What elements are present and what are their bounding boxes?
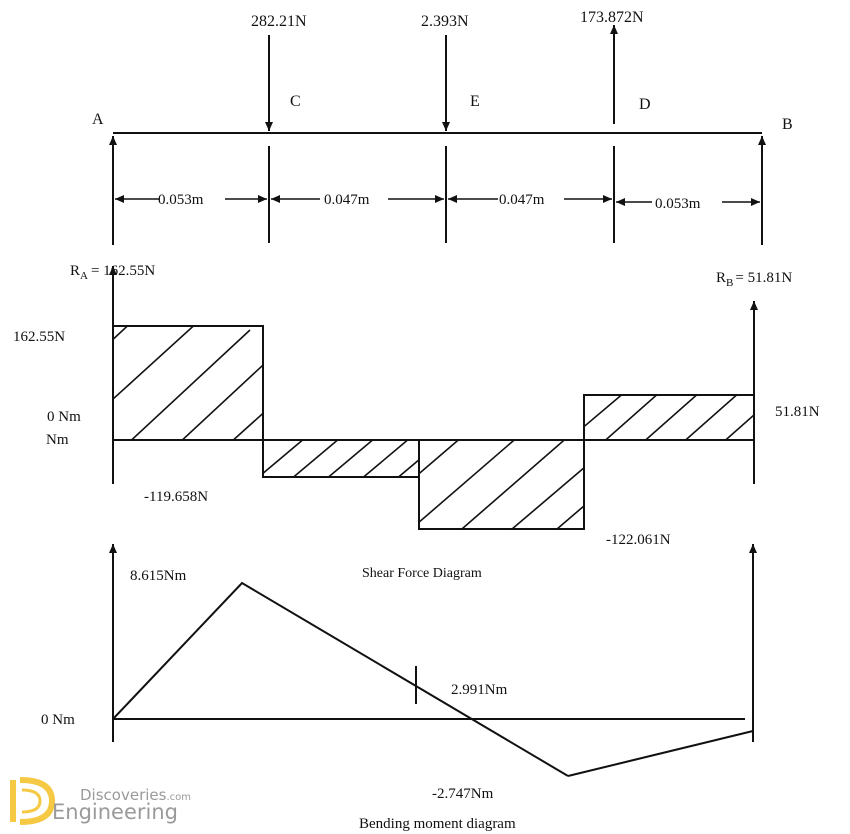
watermark-line1: Discoveries.com bbox=[80, 786, 191, 804]
beam-loading-diagram: A C E D B 282.21N 2.393N 173.872N 0.053m… bbox=[70, 9, 793, 289]
shear-block-ce bbox=[262, 439, 420, 478]
span-4-label: 0.053m bbox=[655, 196, 701, 212]
watermark: Discoveries.com Engineering bbox=[10, 777, 191, 825]
shear-force-diagram: 162.55N 0 Nm Nm -119.658N -122.061N 51.8… bbox=[13, 266, 820, 581]
point-d-label: D bbox=[639, 96, 651, 113]
moment-value-d: -2.747Nm bbox=[432, 786, 494, 802]
shear-value-ed: -122.061N bbox=[606, 532, 671, 548]
watermark-line2: Engineering bbox=[52, 800, 178, 824]
logo-mark bbox=[10, 777, 56, 825]
shear-value-db: 51.81N bbox=[775, 404, 820, 420]
load-c-value: 282.21N bbox=[251, 13, 307, 30]
moment-diagram-caption: Bending moment diagram bbox=[359, 816, 516, 832]
shear-hatch-ac bbox=[113, 326, 263, 440]
moment-curve-end bbox=[567, 730, 754, 777]
span-2-label: 0.047m bbox=[324, 192, 370, 208]
bending-moment-diagram: 8.615Nm 2.991Nm -2.747Nm 0 Nm Bending mo… bbox=[41, 544, 757, 832]
moment-value-c: 8.615Nm bbox=[130, 568, 187, 584]
span-3-label: 0.047m bbox=[499, 192, 545, 208]
shear-zero-label-unit: Nm bbox=[46, 432, 69, 448]
shear-zero-label: 0 Nm bbox=[47, 409, 81, 425]
reaction-b-label: RB= 51.81N bbox=[716, 270, 792, 289]
load-e-value: 2.393N bbox=[421, 13, 469, 30]
shear-block-ac bbox=[112, 325, 264, 441]
point-a-label: A bbox=[92, 111, 104, 128]
span-1-label: 0.053m bbox=[158, 192, 204, 208]
shear-value-a: 162.55N bbox=[13, 329, 65, 345]
reaction-a-label: RA= 162.55N bbox=[70, 263, 155, 282]
shear-diagram-caption: Shear Force Diagram bbox=[362, 566, 482, 581]
point-c-label: C bbox=[290, 93, 301, 110]
moment-curve-main bbox=[112, 581, 569, 777]
moment-value-e: 2.991Nm bbox=[451, 682, 508, 698]
load-d-value: 173.872N bbox=[580, 9, 644, 26]
shear-hatch-ed bbox=[419, 440, 584, 529]
point-b-label: B bbox=[782, 116, 793, 133]
shear-block-ed bbox=[418, 439, 585, 530]
shear-block-db bbox=[583, 394, 755, 441]
shear-hatch-ce bbox=[263, 440, 419, 477]
shear-value-ce: -119.658N bbox=[144, 489, 208, 505]
point-e-label: E bbox=[470, 93, 480, 110]
moment-zero-label: 0 Nm bbox=[41, 712, 75, 728]
shear-hatch-db bbox=[584, 395, 754, 440]
